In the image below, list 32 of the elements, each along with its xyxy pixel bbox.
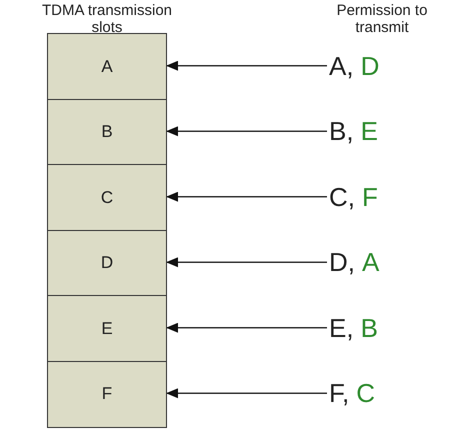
column-heading: Permission to transmit bbox=[336, 2, 428, 36]
station-letter: C, bbox=[329, 182, 355, 212]
column-heading: TDMA transmission slots bbox=[40, 2, 174, 36]
slot-box bbox=[47, 230, 167, 296]
station-letter: B, bbox=[329, 116, 354, 146]
slot-box bbox=[47, 295, 167, 362]
arrow bbox=[166, 257, 327, 268]
arrow bbox=[166, 322, 327, 333]
station-letter: D, bbox=[329, 247, 355, 278]
slot-letter: C bbox=[100, 188, 114, 208]
slot-letter: B bbox=[101, 122, 113, 142]
station-letter: E bbox=[360, 116, 378, 146]
station-letter: F bbox=[362, 182, 378, 212]
slot-box bbox=[47, 33, 167, 100]
arrow bbox=[166, 192, 327, 202]
station-letter: B bbox=[360, 312, 378, 343]
slot-box bbox=[47, 360, 167, 428]
station-letter: A bbox=[362, 247, 380, 278]
station-letter: D bbox=[360, 50, 380, 81]
slot-letter: E bbox=[101, 318, 113, 338]
arrow bbox=[166, 126, 327, 136]
slot-letter: F bbox=[102, 384, 112, 404]
slot-letter: D bbox=[100, 253, 114, 273]
station-letter: F, bbox=[329, 378, 350, 408]
arrow bbox=[166, 388, 327, 398]
slot-box bbox=[47, 164, 167, 231]
slot-box bbox=[47, 98, 167, 166]
station-letter: C bbox=[356, 378, 376, 408]
arrow bbox=[166, 60, 327, 71]
slot-letter: A bbox=[101, 56, 113, 76]
station-letter: E, bbox=[329, 312, 354, 343]
station-letter: A, bbox=[329, 50, 354, 81]
